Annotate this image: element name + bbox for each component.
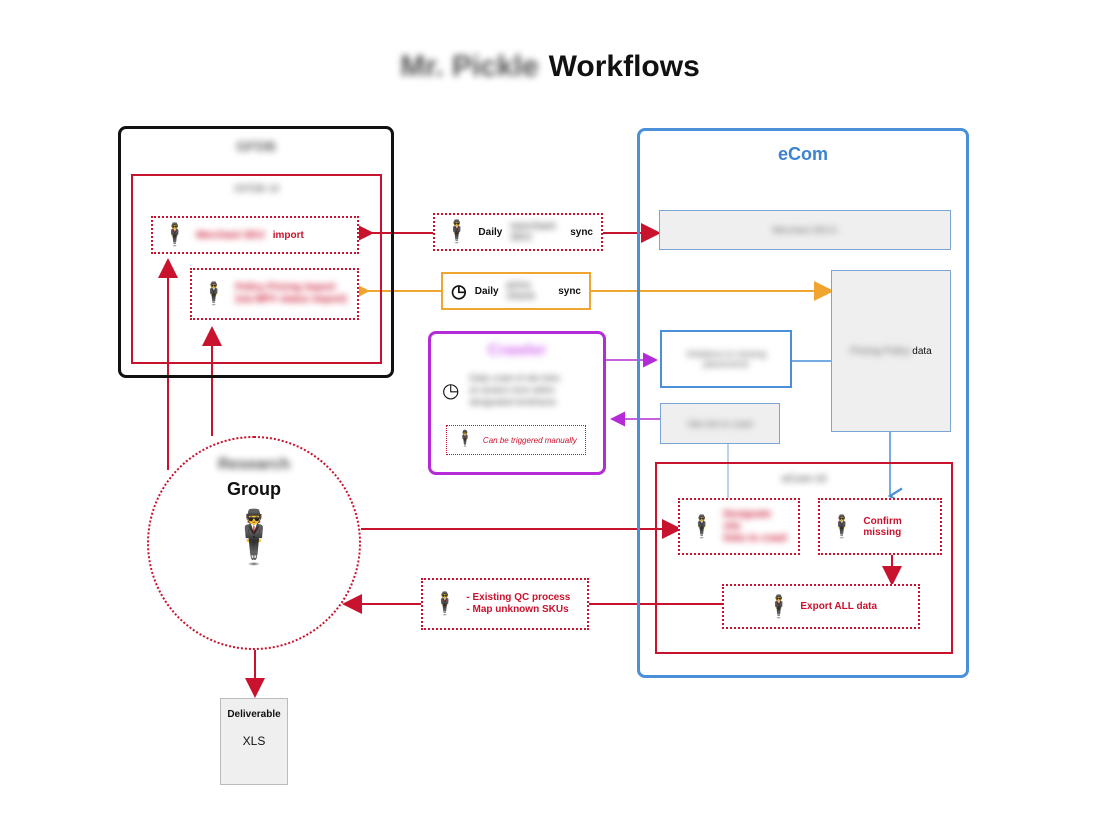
qc-lines: - Existing QC process- Map unknown SKUs: [466, 592, 571, 615]
ecom-ui-title: eCom UI: [781, 473, 827, 485]
manual-trigger-label: Can be triggered manually: [482, 435, 577, 445]
confirm-missing-step: 🕴 Confirm missing: [818, 498, 942, 555]
deliverable-doc: Deliverable XLS: [220, 698, 288, 785]
pricing-blurred-label: Pricing Policy: [850, 345, 911, 357]
person-icon: 🕴: [200, 281, 228, 306]
gfdb-container: [118, 126, 394, 378]
deliverable-type: XLS: [242, 734, 266, 748]
qc-process-label: 🕴 - Existing QC process- Map unknown SKU…: [421, 578, 589, 630]
confirm-missing-label: Confirm missing: [863, 515, 902, 538]
manual-trigger-note: 🕴 Can be triggered manually: [446, 425, 586, 455]
title-text: Workflows: [548, 50, 700, 83]
sync2-blurred: price check: [506, 280, 535, 302]
person-icon: 🕴: [828, 513, 856, 539]
page-title: Mr. Pickle Workflows: [0, 50, 1100, 84]
merchant-skus-label: Merchant SKU's: [772, 225, 838, 235]
person-icon: 🕴: [455, 431, 475, 448]
sync2-suffix: sync: [558, 285, 581, 297]
pricing-data-label: data: [912, 345, 932, 357]
ecom-container: [637, 128, 969, 678]
person-icon: 🕴: [688, 513, 716, 539]
price-sync-label: ◷ Daily price check sync: [441, 272, 591, 310]
crawler-container: [428, 331, 606, 475]
deliverable-label: Deliverable: [227, 709, 281, 720]
merchant-sync-label: 🕴 Daily merchant SKU sync: [433, 213, 603, 251]
export-step: 🕴 Export ALL data: [722, 584, 920, 629]
person-icon: 🕴: [161, 222, 189, 247]
ecom-ui-container: [655, 462, 953, 654]
sync1-prefix: Daily: [478, 226, 503, 238]
policy-import-label: Policy Pricing import(via MPV status imp…: [235, 282, 347, 305]
site-link-box: Site link to crawl: [660, 403, 780, 444]
research-group-circle: [147, 436, 361, 650]
clock-icon: ◷: [451, 280, 467, 301]
person-icon: 🕴: [431, 591, 459, 616]
gfdb-ui-container: [131, 174, 382, 364]
crawler-title: Crawler: [487, 342, 547, 359]
import-blurred-label: Merchant SKU: [196, 229, 265, 241]
title-blurred-name: Mr. Pickle: [400, 50, 539, 83]
merchant-skus-box: Merchant SKU's: [659, 210, 951, 250]
clock-icon: ◷: [442, 379, 460, 402]
policy-import-step: 🕴 Policy Pricing import(via MPV status i…: [190, 268, 359, 320]
import-label: import: [272, 229, 304, 241]
group-label: Group: [227, 479, 281, 499]
group-blurred-label: Research: [217, 456, 291, 473]
export-label: Export ALL data: [800, 601, 878, 612]
person-large-icon: 🕴: [221, 509, 287, 567]
gfdb-ui-title: GFDB UI: [233, 183, 280, 195]
site-link-label: Site link to crawl: [687, 418, 753, 429]
gfdb-title: GFDB: [236, 138, 276, 154]
sync1-suffix: sync: [570, 226, 593, 238]
ecom-title: eCom: [777, 144, 828, 164]
person-icon: 🕴: [443, 219, 471, 244]
sync2-prefix: Daily: [474, 285, 499, 297]
person-icon: 🕴: [764, 593, 793, 619]
merchant-import-step: 🕴 Merchant SKU import: [151, 216, 359, 254]
sync1-blurred: merchant SKU: [510, 221, 556, 243]
